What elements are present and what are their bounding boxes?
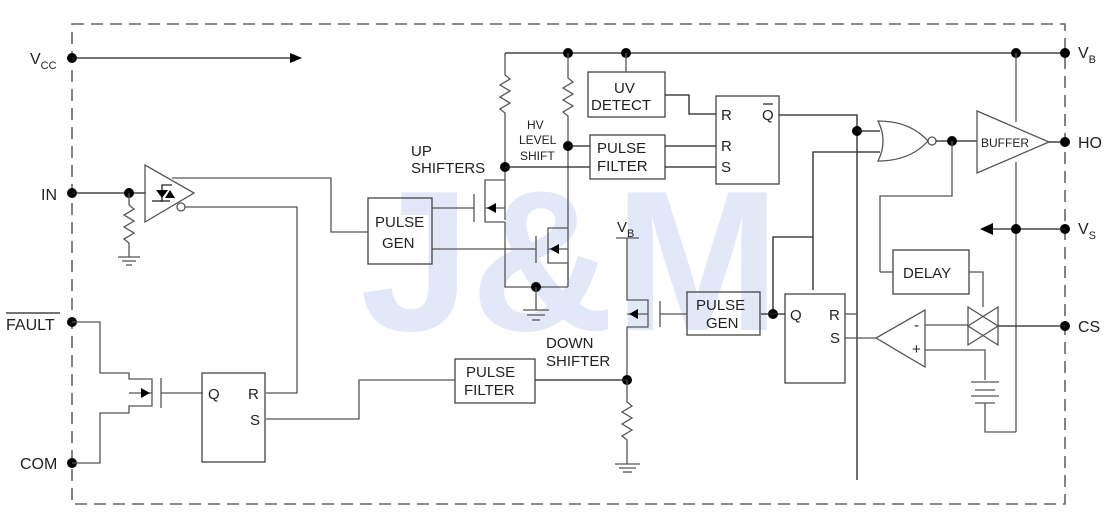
- svg-text:SHIFTERS: SHIFTERS: [411, 160, 485, 177]
- pin-vcc-label: VCC: [30, 51, 57, 72]
- delay-block: DELAY: [892, 249, 970, 295]
- up-shifter-nmos-1: [432, 179, 568, 288]
- current-sense-comparator: - +: [874, 308, 926, 369]
- down-shifter-pmos: [616, 237, 687, 350]
- down-shifter-resistor: [620, 380, 634, 464]
- pulse-filter-top-block: PULSE FILTER: [589, 134, 666, 180]
- package-boundary: [71, 23, 1066, 505]
- svg-text:Q: Q: [762, 107, 774, 124]
- pin-vb-label: VB: [1078, 45, 1096, 66]
- pin-ho-label: HO: [1078, 135, 1102, 152]
- vcc-arrow-icon: [290, 53, 302, 63]
- svg-text:Q: Q: [208, 386, 220, 403]
- svg-text:PULSE: PULSE: [696, 297, 745, 314]
- svg-text:S: S: [250, 412, 260, 429]
- svg-text:SHIFT: SHIFT: [520, 149, 555, 163]
- svg-text:PULSE: PULSE: [466, 364, 515, 381]
- svg-text:GEN: GEN: [706, 315, 739, 332]
- svg-text:+: +: [912, 341, 921, 358]
- pin-cs[interactable]: CS: [1060, 319, 1100, 336]
- svg-text:GEN: GEN: [382, 235, 415, 252]
- pin-in-label: IN: [41, 187, 57, 204]
- svg-text:LEVEL: LEVEL: [519, 133, 557, 147]
- pin-in[interactable]: IN: [41, 187, 77, 204]
- transmission-gate-icon: [966, 305, 1000, 347]
- ground-icon: [615, 463, 640, 473]
- svg-text:R: R: [721, 107, 732, 124]
- svg-text:S: S: [830, 330, 840, 347]
- vs-arrow-icon: [980, 223, 993, 235]
- pulse-gen-left-block: PULSE GEN: [367, 197, 433, 265]
- pulse-gen-right-block: PULSE GEN: [686, 291, 761, 336]
- pin-fault-label: FAULT: [6, 317, 55, 334]
- svg-text:UV: UV: [614, 80, 635, 97]
- pin-vb[interactable]: VB: [1060, 45, 1096, 66]
- pin-com-label: COM: [20, 456, 57, 473]
- svg-text:DETECT: DETECT: [591, 97, 651, 114]
- svg-text:FILTER: FILTER: [597, 158, 648, 175]
- pin-fault[interactable]: FAULT: [6, 312, 77, 334]
- pin-ho[interactable]: HO: [1060, 135, 1102, 152]
- nor-gate-icon: [876, 120, 937, 162]
- svg-text:R: R: [721, 138, 732, 155]
- pulse-filter-bottom-block: PULSE FILTER: [454, 358, 536, 404]
- svg-text:PULSE: PULSE: [375, 214, 424, 231]
- svg-text:BUFFER: BUFFER: [981, 136, 1029, 150]
- top-latch: R R S Q: [715, 95, 780, 185]
- svg-text:FILTER: FILTER: [464, 382, 515, 399]
- down-shifter-label: DOWN: [546, 335, 594, 352]
- svg-text:PULSE: PULSE: [597, 140, 646, 157]
- schmitt-trigger-input-icon: [144, 163, 196, 224]
- cs-latch: Q R S: [784, 293, 846, 384]
- pin-com[interactable]: COM: [20, 456, 77, 473]
- buffer-block: BUFFER: [976, 110, 1051, 174]
- svg-text:R: R: [248, 386, 259, 403]
- pin-cs-label: CS: [1078, 319, 1100, 336]
- input-pulldown-resistor: [118, 193, 140, 266]
- svg-text:SHIFTER: SHIFTER: [546, 353, 610, 370]
- fault-nmos-transistor: [72, 321, 203, 464]
- vb-internal-label: VB: [617, 219, 634, 240]
- svg-text:R: R: [829, 307, 840, 324]
- svg-text:S: S: [721, 159, 731, 176]
- uv-detect-block: UV DETECT: [587, 53, 666, 118]
- pin-vs-label: VS: [1078, 221, 1096, 242]
- hv-level-shift-label: HV: [527, 118, 544, 132]
- pin-vcc[interactable]: VCC: [30, 51, 77, 72]
- up-shifter-nmos-2: [432, 227, 569, 287]
- watermark: J&M: [360, 150, 780, 373]
- svg-text:DELAY: DELAY: [903, 265, 951, 282]
- battery-reference-icon: [971, 381, 999, 404]
- svg-text:Q: Q: [790, 307, 802, 324]
- up-shifters-label: UP: [411, 143, 432, 160]
- svg-text:-: -: [914, 317, 919, 334]
- ground-icon: [523, 287, 549, 321]
- fault-latch: Q R S: [201, 372, 266, 463]
